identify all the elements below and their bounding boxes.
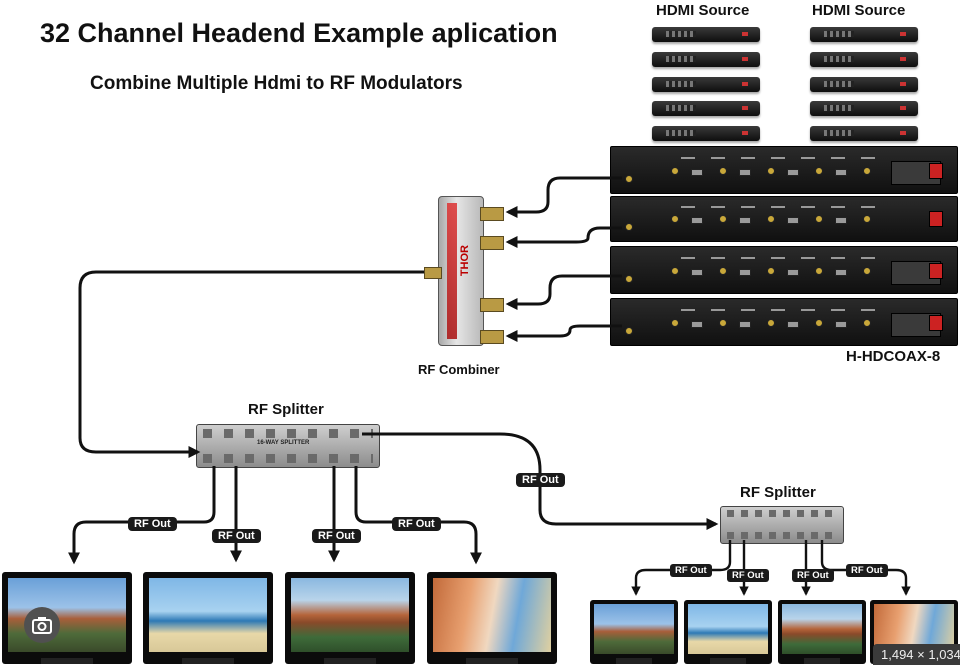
hdmi-source-device: [810, 101, 918, 116]
image-dimensions-badge: 1,494 × 1,034: [873, 644, 960, 665]
hdmi-rf-modulator: [610, 146, 958, 194]
modulator-model-label: H-HDCOAX-8: [846, 348, 941, 365]
rf-out-tag: RF Out: [516, 473, 565, 487]
combiner-output-connector: [424, 267, 442, 279]
combiner-input-connector: [480, 330, 504, 344]
television: [143, 572, 273, 664]
rf-out-tag: RF Out: [670, 564, 712, 577]
television: [285, 572, 415, 664]
rf-splitter-label-main: RF Splitter: [248, 401, 324, 418]
combiner-input-connector: [480, 236, 504, 250]
hdmi-source-label-left: HDMI Source: [656, 2, 750, 19]
rf-splitter-secondary: [720, 506, 844, 544]
hdmi-source-device: [810, 77, 918, 92]
combiner-input-connector: [480, 298, 504, 312]
diagram-subtitle: Combine Multiple Hdmi to RF Modulators: [90, 73, 463, 94]
rf-splitter-main: 16-WAY SPLITTER: [196, 424, 380, 468]
television: [427, 572, 557, 664]
rf-out-tag: RF Out: [392, 517, 441, 531]
camera-search-icon[interactable]: [24, 607, 60, 643]
hdmi-rf-modulator: [610, 196, 958, 242]
hdmi-source-device: [652, 126, 760, 141]
combiner-input-connector: [480, 207, 504, 221]
rf-out-tag: RF Out: [792, 569, 834, 582]
rf-out-tag: RF Out: [128, 517, 177, 531]
hdmi-source-device: [652, 52, 760, 67]
hdmi-source-device: [810, 52, 918, 67]
hdmi-rf-modulator: [610, 246, 958, 294]
rf-splitter-label-secondary: RF Splitter: [740, 484, 816, 501]
hdmi-source-device: [652, 101, 760, 116]
hdmi-source-device: [810, 27, 918, 42]
hdmi-source-device: [652, 77, 760, 92]
rf-combiner: THOR: [438, 196, 484, 346]
diagram-title: 32 Channel Headend Example aplication: [40, 18, 558, 48]
television: [778, 600, 866, 664]
hdmi-rf-modulator: [610, 298, 958, 346]
hdmi-source-label-right: HDMI Source: [812, 2, 906, 19]
rf-out-tag: RF Out: [727, 569, 769, 582]
television: [590, 600, 678, 664]
rf-out-tag: RF Out: [846, 564, 888, 577]
rf-combiner-label: RF Combiner: [418, 362, 500, 377]
rf-out-tag: RF Out: [312, 529, 361, 543]
hdmi-source-device: [652, 27, 760, 42]
hdmi-source-device: [810, 126, 918, 141]
rf-out-tag: RF Out: [212, 529, 261, 543]
television: [2, 572, 132, 664]
splitter-model-text: 16-WAY SPLITTER: [257, 440, 310, 446]
television: [684, 600, 772, 664]
